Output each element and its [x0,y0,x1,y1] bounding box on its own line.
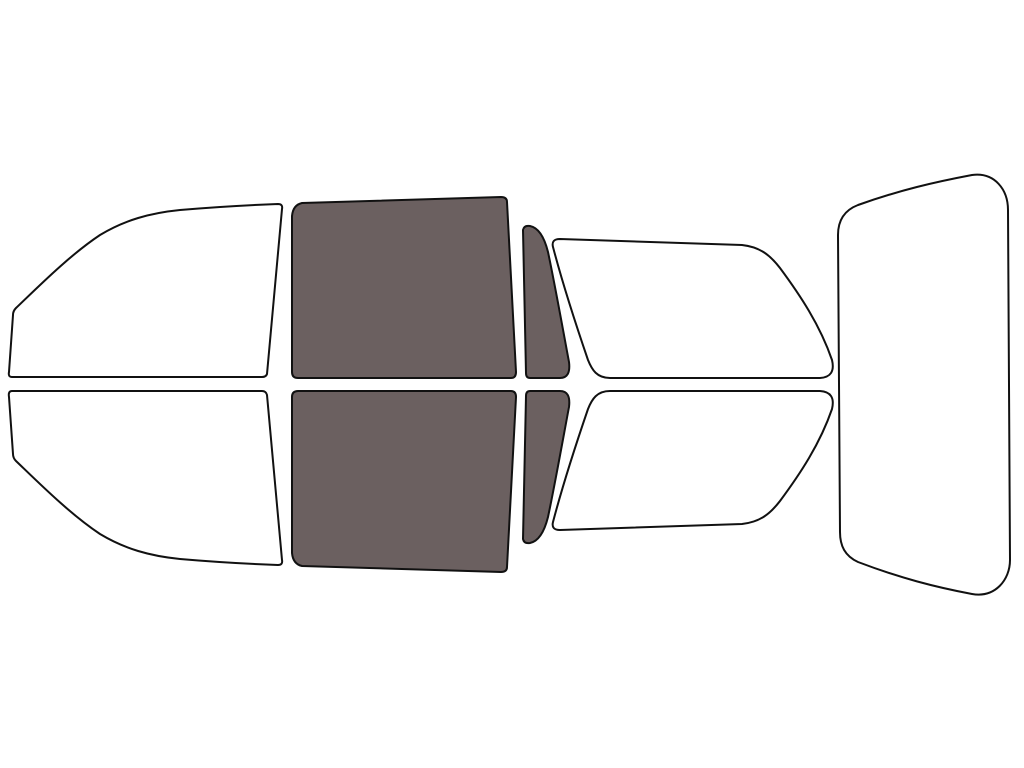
right-rear-quarter-window[interactable] [551,390,834,531]
right-front-door-window[interactable] [7,390,284,566]
left-front-door-window[interactable] [7,203,284,378]
left-quarter-vent-window[interactable] [522,224,571,379]
rear-windshield[interactable] [837,173,1011,596]
right-quarter-vent-window[interactable] [522,390,571,545]
left-rear-door-window[interactable] [291,196,517,379]
left-rear-quarter-window[interactable] [551,238,834,379]
right-rear-door-window[interactable] [291,390,517,573]
